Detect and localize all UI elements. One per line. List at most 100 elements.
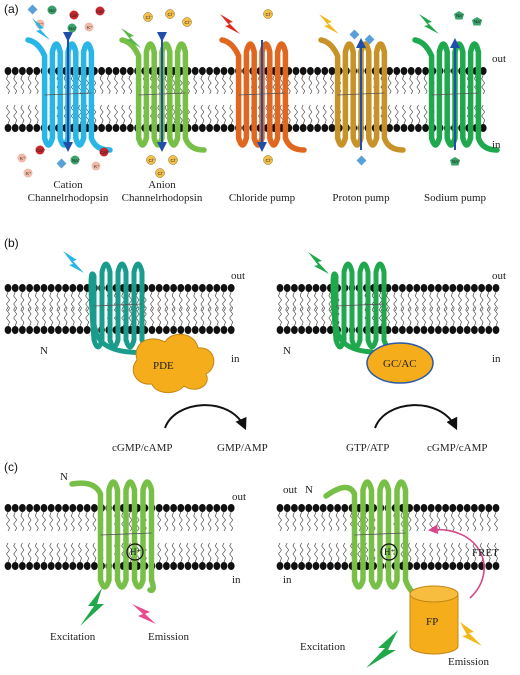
panel-b-left-n: N (40, 345, 48, 357)
lipid-head (427, 326, 435, 334)
lipid-head (40, 562, 48, 570)
lipid-head (478, 326, 485, 334)
lipid-head (435, 504, 442, 512)
lipid-head (307, 67, 314, 75)
lipid-head (76, 504, 84, 512)
lipid-head (220, 504, 228, 512)
ion-k-in-2: K⁺ (23, 168, 33, 178)
lipid-head (191, 124, 199, 132)
chloride-pump-label: Chloride pump (229, 192, 296, 204)
lipid-head (11, 67, 19, 75)
svg-text:Cl⁻: Cl⁻ (266, 158, 273, 163)
helix-strand (330, 261, 398, 353)
svg-text:Na⁺: Na⁺ (474, 19, 483, 24)
ion-ca-out: Ca²⁺ (69, 10, 80, 20)
lipid-head (26, 504, 33, 512)
lipid-head (312, 562, 320, 570)
right-emission-label: Emission (448, 656, 489, 668)
lipid-head (305, 562, 313, 570)
ion-na-in: Na⁺ (70, 155, 81, 165)
ion-na-out: Na⁺ (47, 5, 58, 15)
lipid-head (126, 124, 134, 132)
lipid-head (40, 504, 48, 512)
ion-cl-out-a3: Cl⁻ (182, 17, 192, 27)
lipid-head (391, 326, 399, 334)
lipid-head (420, 562, 428, 570)
lipid-head (227, 562, 235, 570)
ion-cl-out-p1: Cl⁻ (263, 9, 273, 19)
lipid-head (220, 562, 228, 570)
blue-light-bolt-b (63, 251, 84, 273)
lipid-head (83, 562, 91, 570)
ion-ca-in-2: Ca²⁺ (99, 147, 110, 157)
lipid-head (155, 326, 163, 334)
lipid-head (420, 326, 428, 334)
lipid-head (299, 124, 307, 132)
lipid-head (276, 284, 284, 292)
lipid-head (170, 284, 178, 292)
light-activated-pde (88, 261, 173, 358)
lipid-head (155, 504, 163, 512)
helix-strand (69, 479, 156, 593)
svg-text:Na⁺: Na⁺ (456, 13, 465, 18)
lipid-head (456, 504, 464, 512)
blue-light-bolt-a (32, 18, 50, 40)
ion-na-out-2: Na⁺ (67, 23, 78, 33)
lipid-head (407, 67, 415, 75)
lipid-head (184, 326, 192, 334)
panel-a-proteins (25, 32, 500, 153)
lipid-head (328, 124, 336, 132)
lipid-head (47, 326, 55, 334)
ion-cl-in-a1: Cl⁻ (146, 155, 156, 165)
lipid-head (213, 67, 221, 75)
lipid-head (177, 284, 185, 292)
lipid-head (305, 326, 313, 334)
lipid-head (319, 562, 327, 570)
lipid-head (422, 67, 429, 75)
lipid-head (307, 124, 314, 132)
lipid-head (328, 67, 336, 75)
lipid-head (199, 326, 206, 334)
retinal-chromophore (335, 303, 385, 307)
lipid-head (220, 124, 228, 132)
lipid-head (119, 124, 127, 132)
lipid-head (291, 284, 298, 292)
lipid-head (492, 284, 500, 292)
panel-c-left-out: out (232, 491, 246, 503)
ion-na-out-s2: Na⁺ (472, 17, 483, 26)
lipid-head (305, 284, 313, 292)
lipid-head (319, 504, 327, 512)
panel-a-protein-labels: Cation Channelrhodopsin Anion Channelrho… (28, 179, 487, 204)
red-light-bolt-a (220, 14, 240, 34)
lipid-head (83, 504, 91, 512)
lipid-head (471, 504, 478, 512)
pde-substrate: cGMP/cAMP (112, 442, 173, 454)
lipid-head (170, 562, 178, 570)
lipid-head (55, 284, 62, 292)
ion-h-out (27, 4, 38, 15)
lipid-head (341, 562, 349, 570)
lipid-head (456, 326, 464, 334)
lipid-head (321, 67, 329, 75)
lipid-head (199, 504, 206, 512)
lipid-head (62, 284, 69, 292)
lipid-head (479, 124, 487, 132)
membrane-b-right (276, 284, 500, 334)
pde-label: PDE (153, 360, 174, 372)
lipid-head (26, 284, 33, 292)
chromophore-right-label: H⁺ (384, 547, 395, 557)
lipid-head (119, 67, 127, 75)
lipid-head (406, 326, 413, 334)
lipid-head (312, 326, 320, 334)
fret-label: FRET (472, 547, 499, 559)
cyclase-n-terminus (333, 309, 375, 355)
lipid-head (276, 562, 284, 570)
lipid-head (413, 562, 421, 570)
lipid-head (177, 504, 185, 512)
ion-k-in-3: K⁺ (91, 161, 101, 171)
lipid-head (399, 326, 406, 334)
svg-text:K⁺: K⁺ (38, 22, 44, 27)
lipid-head (463, 562, 471, 570)
svg-text:Ca²⁺: Ca²⁺ (96, 9, 106, 14)
